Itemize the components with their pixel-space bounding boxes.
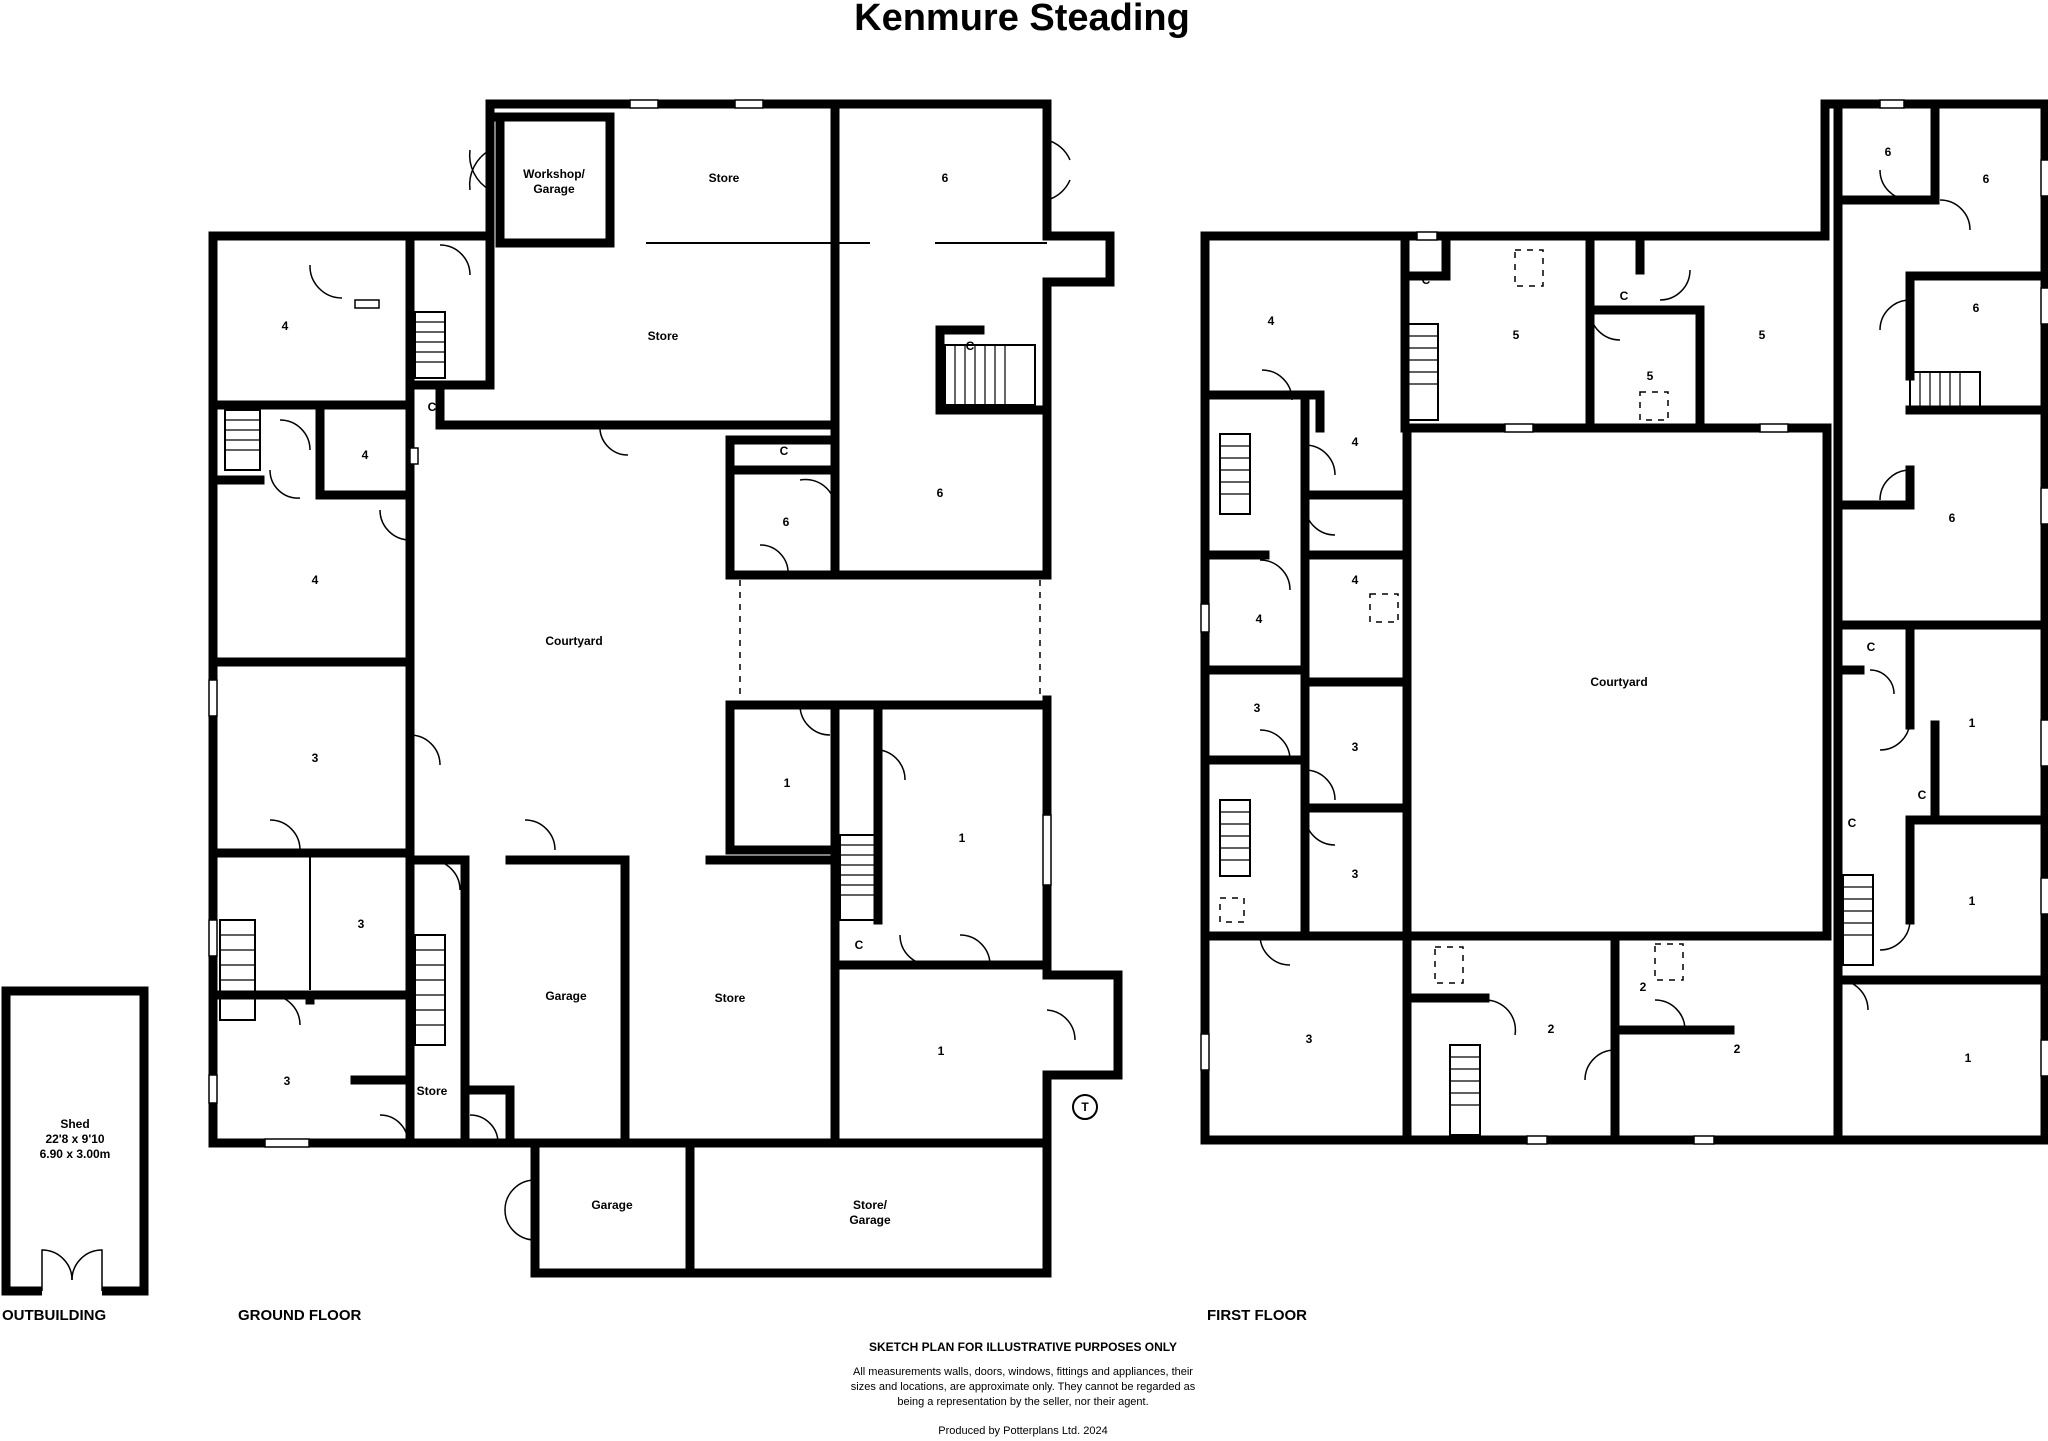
ff-room-1-a-label: 1: [1969, 716, 1976, 730]
gf-room-4-mid-label: 4: [312, 573, 319, 587]
ff-room-2-b-label: 2: [1548, 1022, 1555, 1036]
outbuilding-plan: Shed 22'8 x 9'10 6.90 x 3.00m: [1, 986, 149, 1296]
gf-room-4-small-label: 4: [362, 448, 369, 462]
disclaimer-line-1: All measurements walls, doors, windows, …: [853, 1366, 1193, 1378]
ff-room-1-b-label: 1: [1969, 894, 1976, 908]
gf-store-garage-label-1: Store/: [853, 1198, 888, 1212]
gf-room-1-right-label: 1: [959, 831, 966, 845]
ff-room-6-c-label: 6: [1973, 301, 1980, 315]
ff-room-3-b-label: 3: [1352, 740, 1359, 754]
gf-courtyard-label: Courtyard: [545, 634, 602, 648]
gf-room-3-b-label: 3: [358, 917, 365, 931]
ground-floor-caption: GROUND FLOOR: [238, 1307, 361, 1324]
ff-room-4-a-label: 4: [1268, 314, 1275, 328]
gf-room-c-stair-label: C: [966, 339, 975, 353]
ff-courtyard-label: Courtyard: [1590, 675, 1647, 689]
ff-room-4-c-label: 4: [1352, 573, 1359, 587]
gf-store-top-label: Store: [709, 171, 740, 185]
gf-room-c-6-label: C: [780, 444, 789, 458]
ff-room-5-a-label: 5: [1513, 328, 1520, 342]
ff-room-4-b-label: 4: [1352, 435, 1359, 449]
gf-workshop-label-1: Workshop/: [523, 167, 585, 181]
gf-garage-inner-label: Garage: [545, 989, 587, 1003]
shed-imperial-size: 22'8 x 9'10: [45, 1132, 104, 1146]
ff-room-c-b-label: C: [1620, 289, 1629, 303]
gf-room-6-small-label: 6: [783, 515, 790, 529]
ff-room-c-e-label: C: [1848, 816, 1857, 830]
gf-garage-bottom-label: Garage: [591, 1198, 633, 1212]
outbuilding-caption: OUTBUILDING: [2, 1307, 106, 1324]
gf-store-center-label: Store: [715, 991, 746, 1005]
ff-room-2-c-label: 2: [1734, 1042, 1741, 1056]
ground-floor-plan: T Workshop/ Garage Store 6 Store 4 C C 4…: [208, 99, 1123, 1278]
first-floor-plan: 6 6 6 6 4 C 5 C 5 5 4 4 4 Courtyard 3 3 …: [1200, 99, 2048, 1145]
ff-room-5-b-label: 5: [1647, 369, 1654, 383]
ff-room-6-a-label: 6: [1885, 145, 1892, 159]
ff-room-2-a-label: 2: [1640, 980, 1647, 994]
ff-room-1-c-label: 1: [1965, 1051, 1972, 1065]
ff-room-c-c-label: C: [1867, 640, 1876, 654]
ff-room-5-c-label: 5: [1759, 328, 1766, 342]
first-floor-caption: FIRST FLOOR: [1207, 1307, 1307, 1324]
disclaimer-line-3: being a representation by the seller, no…: [897, 1396, 1148, 1408]
ff-room-c-a-label: C: [1422, 273, 1431, 287]
gf-store-garage-label-2: Garage: [849, 1213, 891, 1227]
gf-workshop-label-2: Garage: [533, 182, 575, 196]
gf-room-c-1-label: C: [855, 938, 864, 952]
gf-room-c-small-label: C: [428, 400, 437, 414]
gf-store-small-label: Store: [417, 1084, 448, 1098]
disclaimer-heading: SKETCH PLAN FOR ILLUSTRATIVE PURPOSES ON…: [869, 1340, 1177, 1354]
ff-room-3-c-label: 3: [1352, 867, 1359, 881]
tank-label: T: [1081, 1100, 1089, 1114]
shed-label: Shed: [60, 1117, 89, 1131]
ff-room-3-a-label: 3: [1254, 701, 1261, 715]
gf-room-1-bottom-label: 1: [938, 1044, 945, 1058]
gf-room-3-a-label: 3: [312, 751, 319, 765]
ff-room-6-b-label: 6: [1983, 172, 1990, 186]
ff-room-c-d-label: C: [1918, 788, 1927, 802]
gf-store-mid-label: Store: [648, 329, 679, 343]
shed-metric-size: 6.90 x 3.00m: [40, 1147, 111, 1161]
ff-room-4-d-label: 4: [1256, 612, 1263, 626]
disclaimer-line-2: sizes and locations, are approximate onl…: [851, 1381, 1196, 1393]
producer-credit: Produced by Potterplans Ltd. 2024: [938, 1425, 1107, 1437]
plan-title: Kenmure Steading: [854, 0, 1190, 39]
ff-room-6-d-label: 6: [1949, 511, 1956, 525]
gf-room-1-small-label: 1: [784, 776, 791, 790]
gf-room-6-top-label: 6: [942, 171, 949, 185]
gf-room-3-c-label: 3: [284, 1074, 291, 1088]
ff-room-3-d-label: 3: [1306, 1032, 1313, 1046]
gf-room-4-top-label: 4: [282, 319, 289, 333]
gf-room-6-right-label: 6: [937, 486, 944, 500]
